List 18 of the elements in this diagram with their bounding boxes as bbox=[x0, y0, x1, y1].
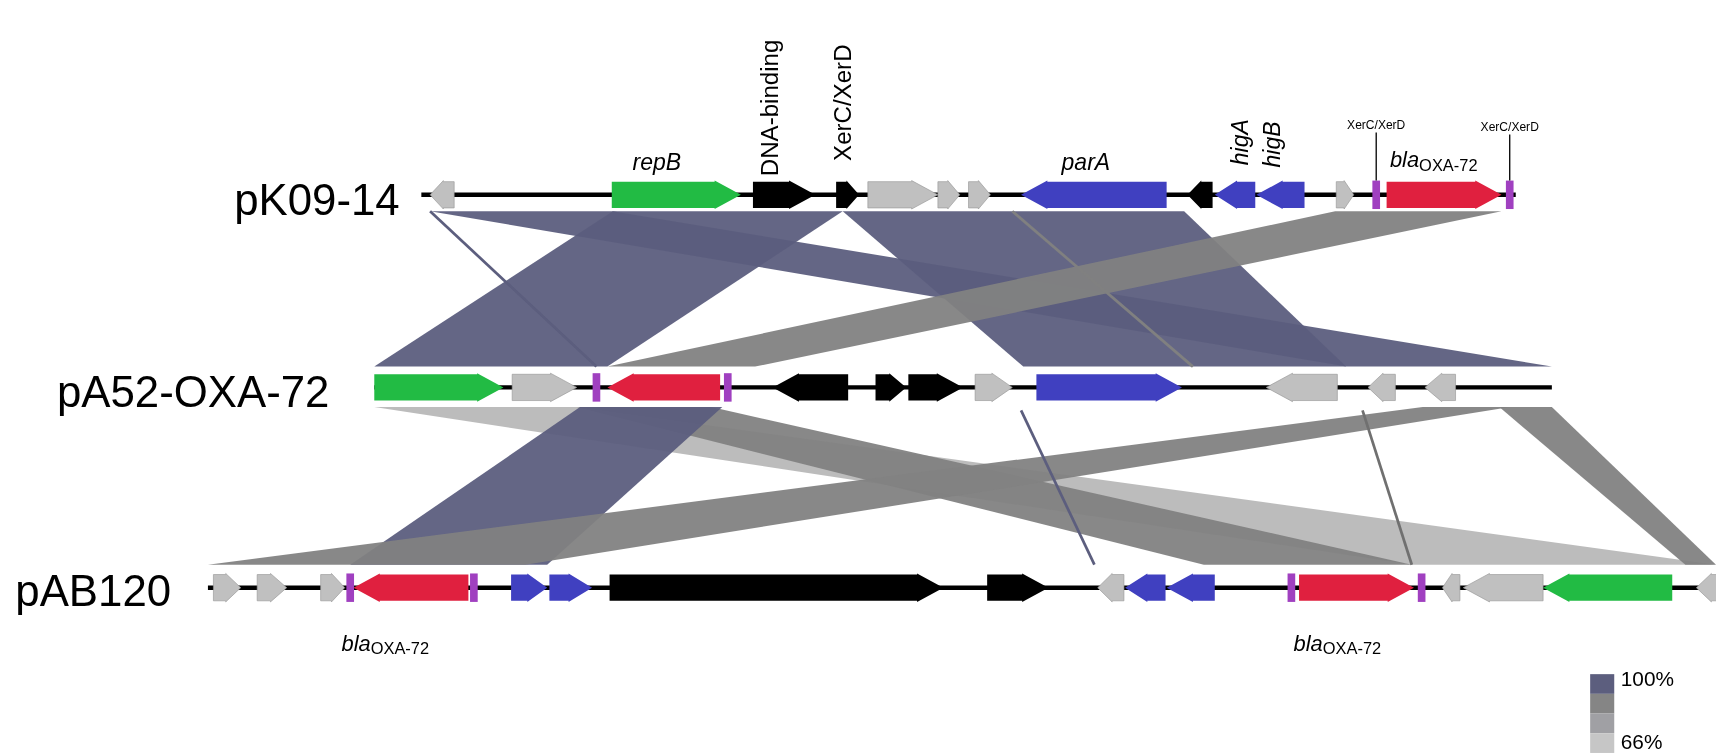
gene-label: parA bbox=[1061, 149, 1111, 173]
gene-label: higA bbox=[1227, 119, 1251, 166]
site-label: XerC/XerD bbox=[1476, 119, 1543, 135]
gene-label: bla$_{OXA-72}$ bbox=[1293, 632, 1382, 657]
gene-label: repB bbox=[632, 149, 682, 173]
gene-label: bla$_{OXA-72}$ bbox=[341, 632, 430, 657]
gene-label: XerC/XerD bbox=[831, 44, 856, 161]
gene-label: higB bbox=[1260, 121, 1284, 168]
gene-label: bla$_{OXA-72}$ bbox=[1389, 148, 1478, 173]
plasmid-name: pAB120 bbox=[15, 569, 172, 613]
leader-line bbox=[1509, 133, 1511, 182]
plasmid-name: pK09-14 bbox=[234, 177, 400, 222]
leader-line bbox=[1375, 131, 1377, 182]
site-label: XerC/XerD bbox=[1343, 117, 1410, 133]
gene-label: DNA-binding bbox=[758, 39, 783, 177]
legend-label: 100% bbox=[1620, 668, 1674, 690]
legend-label: 66% bbox=[1620, 731, 1663, 752]
plasmid-name: pA52-OXA-72 bbox=[56, 369, 330, 414]
